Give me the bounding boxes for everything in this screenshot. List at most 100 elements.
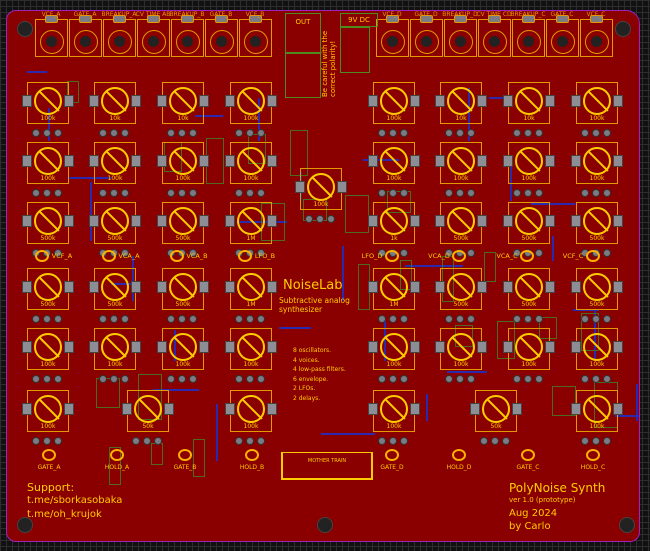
potentiometer-knob[interactable]: 100k [435, 142, 487, 184]
pot-pins [378, 315, 408, 323]
panel-jack[interactable] [478, 15, 511, 57]
potentiometer-knob[interactable]: 100k [225, 142, 277, 184]
potentiometer-knob[interactable]: 100k [435, 328, 487, 370]
potentiometer-knob[interactable]: 100k [225, 328, 277, 370]
led-indicator [102, 250, 116, 262]
potentiometer-knob[interactable]: 500k [435, 202, 487, 244]
potentiometer-knob[interactable]: 100k [22, 328, 74, 370]
panel-jack[interactable] [410, 15, 443, 57]
knob-icon [583, 147, 611, 175]
pot-value: 500k [453, 301, 469, 308]
copper-trace [90, 182, 92, 241]
knob-icon [101, 273, 129, 301]
knob-icon [34, 395, 62, 423]
support-link-1[interactable]: t.me/sborkasobaka [27, 495, 123, 506]
support-heading: Support: [27, 481, 75, 494]
potentiometer-knob[interactable]: 100k [295, 168, 347, 210]
potentiometer-knob[interactable]: 100k [225, 82, 277, 124]
knob-icon [515, 207, 543, 235]
copper-trace [27, 71, 47, 73]
panel-jack[interactable] [444, 15, 477, 57]
potentiometer-knob[interactable]: 100k [571, 390, 623, 432]
potentiometer-knob[interactable]: 100k [157, 328, 209, 370]
silkscreen-outline [96, 378, 120, 408]
led-label: VCA_C [496, 252, 518, 260]
potentiometer-knob[interactable]: 100k [89, 142, 141, 184]
potentiometer-knob[interactable]: 50k [470, 390, 522, 432]
potentiometer-knob[interactable]: 100k [503, 142, 555, 184]
potentiometer-knob[interactable]: 100k [368, 82, 420, 124]
potentiometer-knob[interactable]: 100k [89, 328, 141, 370]
panel-jack[interactable] [171, 15, 204, 57]
panel-jack[interactable] [35, 15, 68, 57]
potentiometer-knob[interactable]: 100k [22, 142, 74, 184]
copper-trace [279, 327, 311, 329]
potentiometer-knob[interactable]: 1k [368, 202, 420, 244]
potentiometer-knob[interactable]: 100k [571, 328, 623, 370]
potentiometer-knob[interactable]: 100k [368, 328, 420, 370]
mounting-hole [619, 517, 635, 533]
pot-value: 100k [40, 175, 56, 182]
support-link-2[interactable]: t.me/oh_krujok [27, 509, 102, 520]
potentiometer-knob[interactable]: 100k [571, 142, 623, 184]
knob-icon [380, 87, 408, 115]
panel-jack[interactable] [376, 15, 409, 57]
panel-jack[interactable] [239, 15, 272, 57]
potentiometer-knob[interactable]: 1M [368, 268, 420, 310]
potentiometer-knob[interactable]: 500k [22, 268, 74, 310]
potentiometer-knob[interactable]: 100k [368, 390, 420, 432]
pot-pins [235, 315, 265, 323]
potentiometer-knob[interactable]: 500k [503, 202, 555, 244]
led-indicator [110, 449, 124, 461]
copper-trace [132, 256, 134, 301]
potentiometer-knob[interactable]: 1M [225, 202, 277, 244]
potentiometer-knob[interactable]: 10k [157, 82, 209, 124]
potentiometer-knob[interactable]: 10k [503, 82, 555, 124]
potentiometer-knob[interactable]: 50k [122, 390, 174, 432]
pot-value: 500k [521, 235, 537, 242]
panel-jack[interactable] [137, 15, 170, 57]
pot-value: 1k [390, 235, 398, 242]
pot-value: 100k [40, 423, 56, 430]
potentiometer-knob[interactable]: 500k [571, 202, 623, 244]
potentiometer-knob[interactable]: 10k [89, 82, 141, 124]
potentiometer-knob[interactable]: 100k [571, 82, 623, 124]
potentiometer-knob[interactable]: 500k [157, 268, 209, 310]
led-label: VCA_A [118, 252, 140, 260]
potentiometer-knob[interactable]: 100k [503, 328, 555, 370]
pot-value: 100k [313, 201, 329, 208]
potentiometer-knob[interactable]: 500k [89, 202, 141, 244]
potentiometer-knob[interactable]: 100k [157, 142, 209, 184]
pot-pins [167, 129, 197, 137]
pot-pins [32, 189, 62, 197]
feature-item: 6 envelope. [293, 375, 329, 383]
panel-jack[interactable] [69, 15, 102, 57]
panel-jack[interactable] [580, 15, 613, 57]
panel-jack[interactable] [546, 15, 579, 57]
potentiometer-knob[interactable]: 100k [22, 82, 74, 124]
pot-value: 10k [455, 115, 467, 122]
potentiometer-knob[interactable]: 500k [157, 202, 209, 244]
potentiometer-knob[interactable]: 10k [435, 82, 487, 124]
copper-trace [573, 309, 599, 311]
potentiometer-knob[interactable]: 500k [435, 268, 487, 310]
product-author: by Carlo [509, 521, 551, 532]
potentiometer-knob[interactable]: 500k [89, 268, 141, 310]
potentiometer-knob[interactable]: 100k [225, 390, 277, 432]
copper-trace [69, 177, 111, 179]
feature-item: 4 low-pass filters. [293, 366, 346, 373]
panel-jack[interactable] [103, 15, 136, 57]
knob-icon [515, 87, 543, 115]
potentiometer-knob[interactable]: 100k [368, 142, 420, 184]
potentiometer-knob[interactable]: 500k [503, 268, 555, 310]
panel-jack[interactable] [205, 15, 238, 57]
potentiometer-knob[interactable]: 1M [225, 268, 277, 310]
pot-value: 100k [521, 361, 537, 368]
potentiometer-knob[interactable]: 100k [22, 390, 74, 432]
panel-jack[interactable] [512, 15, 545, 57]
potentiometer-knob[interactable]: 500k [571, 268, 623, 310]
jack-label: VCF_A [41, 11, 61, 18]
knob-icon [583, 87, 611, 115]
potentiometer-knob[interactable]: 500k [22, 202, 74, 244]
